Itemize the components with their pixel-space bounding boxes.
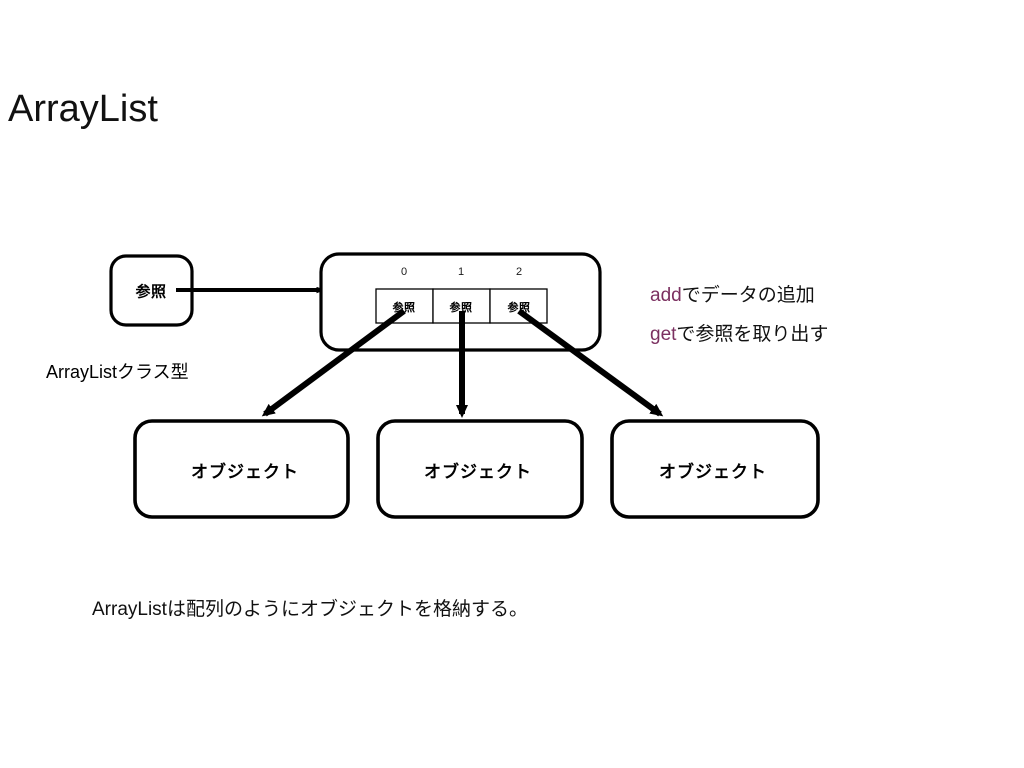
note-add-text: でデータの追加 (681, 285, 815, 306)
note-get-keyword: get (650, 324, 677, 345)
object-box-2-label: オブジェクト (659, 462, 767, 482)
object-box-1 (376, 419, 584, 519)
array-cell-2-label: 参照 (507, 302, 531, 314)
note-get-text: で参照を取り出す (676, 324, 829, 345)
array-cell-1-label: 参照 (449, 302, 473, 314)
slide-caption: ArrayListは配列のようにオブジェクトを格納する。 (92, 599, 528, 620)
object-box-1-label: オブジェクト (424, 462, 532, 482)
note-get: getで参照を取り出す (650, 319, 828, 346)
array-index-2: 2 (515, 266, 523, 278)
reference-box-label: 参照 (135, 283, 167, 301)
arraylist-class-type-label: ArrayListクラス型 (46, 362, 189, 382)
array-cell-2 (489, 288, 548, 324)
array-index-0: 0 (400, 266, 408, 278)
object-box-0-label: オブジェクト (191, 462, 299, 482)
object-box-0 (133, 419, 350, 519)
array-index-1: 1 (457, 266, 465, 278)
array-cell-0-label: 参照 (392, 302, 416, 314)
cell-0-to-object-0-arrow (261, 308, 406, 417)
object-box-2 (610, 419, 820, 519)
cell-2-to-object-2-arrow (517, 308, 664, 417)
note-add: addでデータの追加 (650, 280, 815, 307)
note-add-keyword: add (650, 285, 682, 306)
page-title: ArrayList (8, 88, 158, 130)
